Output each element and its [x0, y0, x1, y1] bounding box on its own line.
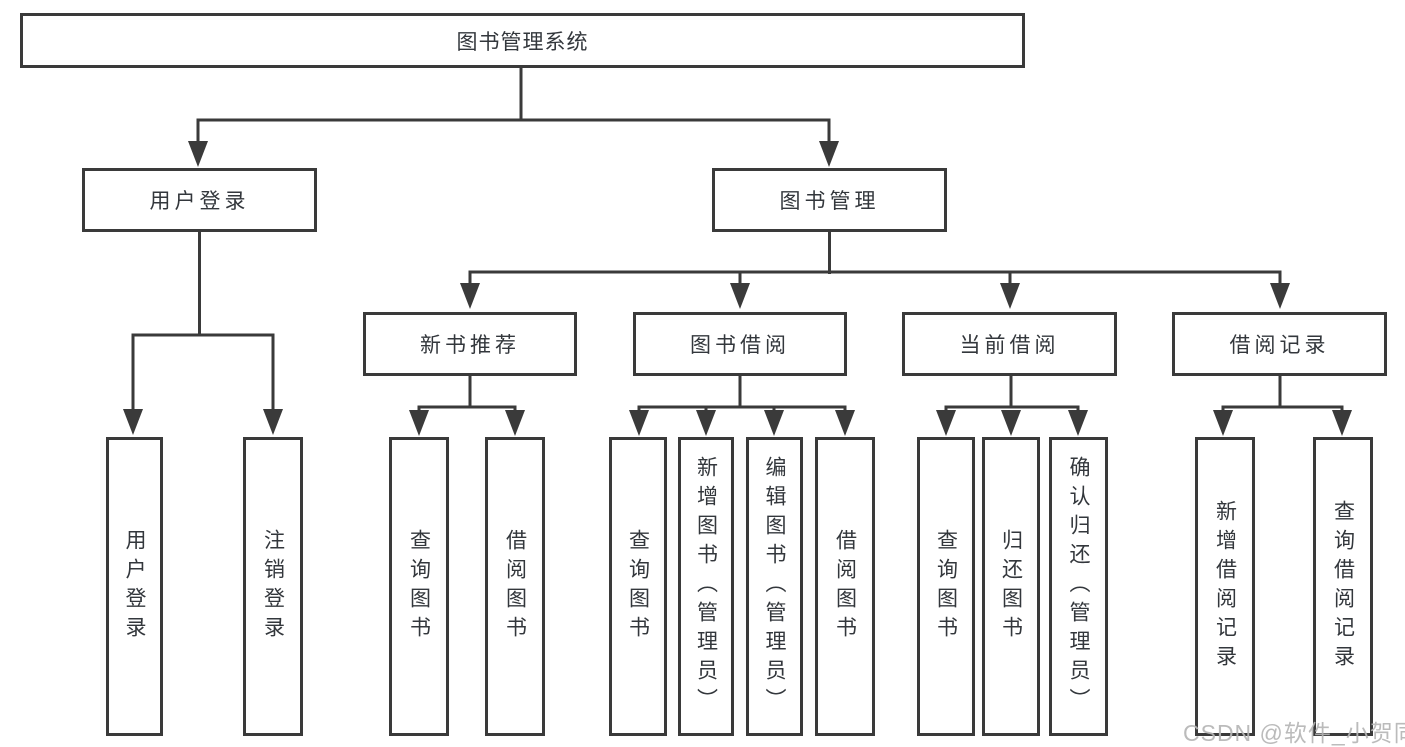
node-label: 新增借阅记录: [1213, 499, 1237, 674]
arrowheads: [123, 141, 1352, 436]
node-leaf-user-login: 用户登录: [106, 437, 163, 736]
arrow-down-icon: [188, 141, 208, 167]
arrow-down-icon: [1270, 283, 1290, 309]
node-label: 查询图书: [626, 528, 650, 645]
node-label: 查询借阅记录: [1331, 499, 1355, 674]
node-leaf-return-books: 归还图书: [982, 437, 1040, 736]
node-library-management-system: 图书管理系统: [20, 13, 1025, 68]
arrow-down-icon: [460, 283, 480, 309]
node-leaf-confirm-return-admin: 确认归还（管理员）: [1049, 437, 1108, 736]
tree-connector-lines: [131, 66, 1344, 412]
arrow-down-icon: [409, 410, 429, 436]
arrow-down-icon: [1001, 410, 1021, 436]
node-label: 用户登录: [149, 190, 250, 213]
node-leaf-query-books-borrow: 查询图书: [609, 437, 667, 736]
arrow-down-icon: [819, 141, 839, 167]
node-leaf-query-borrow-record: 查询借阅记录: [1313, 437, 1373, 736]
node-label: 查询图书: [934, 528, 958, 645]
node-leaf-borrow-books-recommend: 借阅图书: [485, 437, 545, 736]
node-borrowing-records: 借阅记录: [1172, 312, 1387, 376]
node-label: 注销登录: [261, 528, 285, 645]
arrow-down-icon: [835, 410, 855, 436]
node-label: 图书借阅: [690, 334, 790, 357]
arrow-down-icon: [629, 410, 649, 436]
node-label: 当前借阅: [959, 334, 1060, 357]
node-label: 查询图书: [407, 528, 431, 645]
node-label: 用户登录: [123, 528, 146, 645]
arrow-down-icon: [730, 283, 750, 309]
node-label: 归还图书: [999, 528, 1023, 645]
node-leaf-edit-books-admin: 编辑图书（管理员）: [746, 437, 803, 736]
arrow-down-icon: [123, 409, 143, 435]
node-book-borrowing: 图书借阅: [633, 312, 847, 376]
node-leaf-query-books-current: 查询图书: [917, 437, 975, 736]
node-leaf-add-borrow-record: 新增借阅记录: [1195, 437, 1255, 736]
node-leaf-add-books-admin: 新增图书（管理员）: [678, 437, 734, 736]
watermark-text: CSDN @软件_小贺同学: [1183, 720, 1405, 746]
arrow-down-icon: [696, 410, 716, 436]
arrow-down-icon: [764, 410, 784, 436]
node-label: 新增图书（管理员）: [694, 456, 718, 717]
arrow-down-icon: [936, 410, 956, 436]
node-label: 借阅记录: [1229, 334, 1330, 357]
node-label: 编辑图书（管理员）: [763, 456, 786, 717]
node-user-login: 用户登录: [82, 168, 317, 232]
arrow-down-icon: [263, 409, 283, 435]
arrow-down-icon: [505, 410, 525, 436]
arrow-down-icon: [1213, 410, 1233, 436]
node-current-borrowing: 当前借阅: [902, 312, 1117, 376]
node-book-management: 图书管理: [712, 168, 947, 232]
node-leaf-borrow-books: 借阅图书: [815, 437, 875, 736]
arrow-down-icon: [1068, 410, 1088, 436]
node-label: 借阅图书: [503, 528, 527, 645]
node-leaf-logout: 注销登录: [243, 437, 303, 736]
node-new-book-recommend: 新书推荐: [363, 312, 577, 376]
node-label: 确认归还（管理员）: [1067, 456, 1090, 717]
node-label: 借阅图书: [833, 528, 857, 645]
node-label: 图书管理系统: [456, 30, 589, 54]
node-label: 新书推荐: [420, 334, 520, 357]
arrow-down-icon: [1332, 410, 1352, 436]
node-label: 图书管理: [779, 190, 880, 213]
arrow-down-icon: [1000, 283, 1020, 309]
node-leaf-query-books-recommend: 查询图书: [389, 437, 449, 736]
